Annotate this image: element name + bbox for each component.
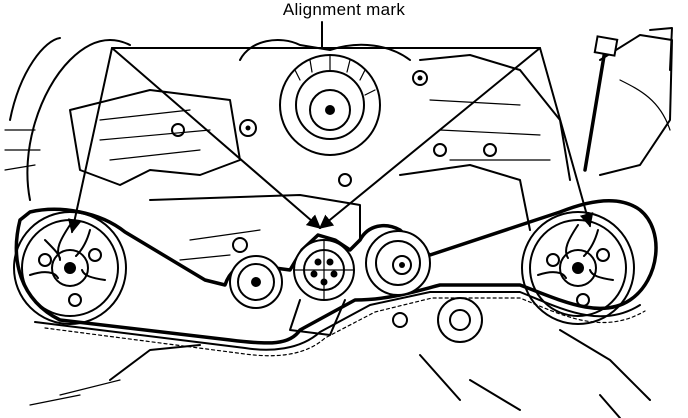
crank-sprocket-icon [289, 239, 355, 336]
right-cam-sprocket-icon [521, 211, 635, 325]
left-cam-sprocket-icon [13, 211, 127, 325]
alignment-mark-callouts [67, 21, 594, 234]
engine-block-outline [4, 27, 673, 418]
tensioner-pulley-icon [365, 230, 431, 296]
idler-pulley-icon [229, 255, 283, 309]
alignment-mark-label: Alignment mark [282, 0, 406, 19]
